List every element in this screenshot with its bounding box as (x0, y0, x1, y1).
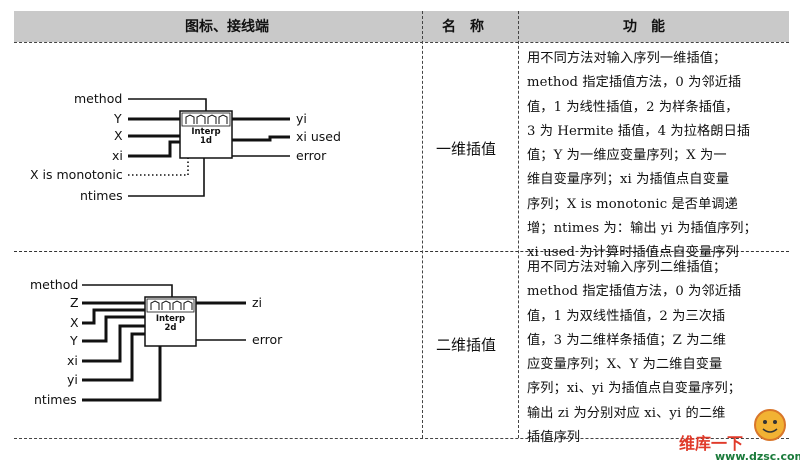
row2-name: 二维插值 (436, 336, 497, 354)
wire-y-2d (82, 315, 145, 343)
row1-function: 用不同方法对输入序列一维插值； method 指定插值方法，0 为邻近插 值，1… (527, 47, 787, 266)
terminal-yi: yi (296, 111, 307, 126)
wire-method (128, 98, 207, 113)
wire-xi-used (232, 135, 290, 142)
row1-func-line: 3 为 Hermite 插值，4 为拉格朗日插 (527, 123, 751, 139)
terminal-yi-2d: yi (67, 372, 78, 387)
row1-func-line: 维自变量序列；xi 为插值点自变量 (527, 172, 730, 188)
header-name: 名 称 (442, 19, 484, 35)
row1-func-line: 值，1 为线性插值，2 为样条插值， (527, 99, 739, 115)
interp-2d-title-line1: Interp (155, 314, 186, 324)
terminal-ntimes: ntimes (80, 188, 123, 203)
row1-func-line: 增；ntimes 为：输出 yi 为插值序列； (527, 221, 757, 237)
interp-1d-title-line1: Interp (191, 127, 221, 137)
row2-func-line: 应变量序列；X、Y 为二维自变量 (527, 357, 723, 373)
terminal-method-2d: method (30, 277, 79, 292)
terminal-xi: xi (112, 148, 123, 163)
terminal-xi-used: xi used (296, 129, 341, 144)
terminal-ntimes-2d: ntimes (34, 392, 77, 407)
interp-2d-title-line2: 2d (164, 323, 177, 333)
watermark-url: www.dzsc.com (715, 450, 800, 463)
watermark-text: 维库一下 (679, 434, 744, 453)
wire-error (223, 155, 290, 158)
row1-func-line: method 指定插值方法，0 为邻近插 (527, 75, 742, 91)
watermark-logo-icon (754, 409, 786, 441)
wire-yi-2d (82, 332, 145, 382)
interp-1d-title: Interp 1d (180, 128, 232, 146)
row2-func-line: 值，3 为二维样条插值；Z 为二维 (527, 332, 727, 348)
row2-function: 用不同方法对输入序列二维插值； method 指定插值方法，0 为邻近插 值，1… (527, 256, 787, 450)
wire-x-2d (82, 308, 145, 325)
row2-func-line: 插值序列 (527, 430, 581, 446)
terminal-y-2d: Y (70, 333, 78, 348)
wire-monotonic (128, 158, 189, 176)
row1-func-line: 用不同方法对输入序列一维插值； (527, 51, 727, 66)
wire-method-2d (82, 284, 173, 299)
interp-2d-wiring (82, 284, 246, 402)
terminal-method: method (74, 91, 123, 106)
row1-func-line: 值；Y 为一维应变量序列；X 为一 (527, 148, 727, 164)
column-divider-1 (422, 11, 424, 438)
table-bottom-rule (14, 438, 789, 440)
row1-name: 一维插值 (436, 140, 497, 158)
terminal-x: X (114, 128, 123, 143)
wire-ntimes (128, 158, 205, 197)
row2-func-line: 用不同方法对输入序列二维插值； (527, 260, 727, 275)
wire-error-2d (189, 339, 246, 346)
terminal-xi-2d: xi (67, 353, 78, 368)
row1-func-line: 序列；X is monotonic 是否单调递 (527, 196, 738, 212)
interp-1d-wiring (128, 98, 290, 197)
row2-func-line: 序列；xi、yi 为插值点自变量序列； (527, 381, 742, 397)
table-header (14, 11, 789, 42)
wire-xi (128, 140, 180, 158)
column-divider-2 (518, 11, 520, 438)
terminal-error: error (296, 148, 327, 163)
terminal-error-2d: error (252, 332, 283, 347)
row1-func-line: xi used 为计算时插值点自变量序列 (527, 245, 739, 261)
terminal-x-2d: X (70, 315, 79, 330)
terminal-x-is-monotonic: X is monotonic (30, 167, 123, 182)
row-divider (14, 251, 789, 252)
row2-func-line: method 指定插值方法，0 为邻近插 (527, 284, 742, 300)
wire-ntimes-2d (82, 346, 162, 402)
header-divider (14, 42, 789, 44)
header-function: 功 能 (623, 19, 665, 35)
interp-2d-title: Interp 2d (145, 315, 196, 333)
wire-xi-2d (82, 324, 145, 363)
terminal-zi: zi (252, 295, 263, 310)
terminal-y: Y (114, 111, 122, 126)
terminal-z: Z (70, 295, 79, 310)
row2-func-line: 值，1 为双线性插值，2 为三次插 (527, 308, 726, 324)
row2-func-line: 输出 zi 为分别对应 xi、yi 的二维 (527, 405, 726, 421)
interp-1d-title-line2: 1d (200, 136, 212, 146)
header-icon-terminal: 图标、接线端 (185, 19, 269, 35)
